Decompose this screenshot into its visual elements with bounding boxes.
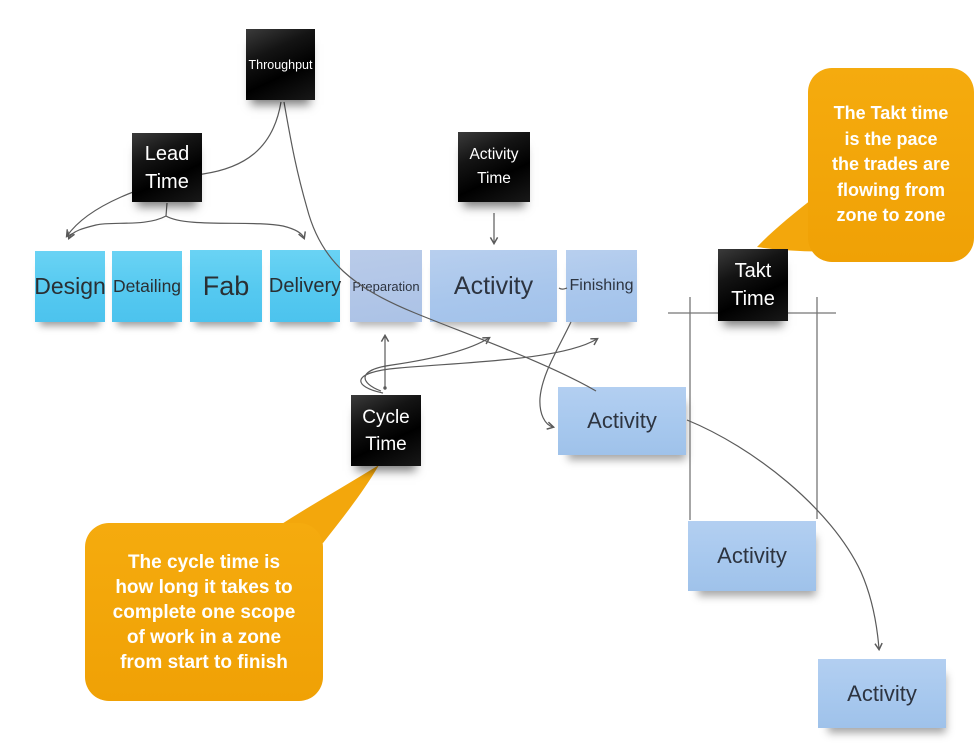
- connector-activity-to-finishing: [558, 287, 568, 290]
- callout-cycle[interactable]: The cycle time is how long it takes to c…: [85, 523, 323, 701]
- zone-activity-card-3[interactable]: Activity: [818, 659, 946, 728]
- connector-cycletime-to-activity: [364, 336, 491, 392]
- sticky-lead-time[interactable]: Lead Time: [132, 133, 202, 202]
- connector-leadtime-to-design: [67, 215, 167, 240]
- sticky-fab[interactable]: Fab: [190, 250, 262, 322]
- sticky-design[interactable]: Design: [34, 251, 106, 322]
- sticky-activity[interactable]: Activity: [430, 250, 557, 322]
- zone-activity-card-1[interactable]: Activity: [558, 387, 686, 455]
- sticky-takt-time[interactable]: Takt Time: [718, 249, 788, 321]
- sticky-finishing[interactable]: Finishing: [566, 250, 637, 322]
- connector-finishing-to-zone1: [539, 321, 572, 430]
- sticky-throughput[interactable]: Throughput: [246, 29, 315, 100]
- sticky-delivery[interactable]: Delivery: [269, 250, 341, 322]
- connector-leadtime-to-delivery: [165, 215, 306, 240]
- connector-cycletime-to-finishing: [360, 337, 599, 394]
- zone-activity-card-2[interactable]: Activity: [688, 521, 816, 591]
- connector-throughput-to-zone1: [283, 101, 597, 392]
- connector-leadtime-stem: [165, 202, 168, 217]
- callout-takt[interactable]: The Takt time is the pace the trades are…: [808, 68, 974, 262]
- sticky-detailing[interactable]: Detailing: [112, 251, 182, 322]
- connector-zone1-to-zone3: [686, 419, 883, 652]
- sticky-cycle-time[interactable]: Cycle Time: [351, 395, 421, 466]
- sticky-activity-time[interactable]: Activity Time: [458, 132, 530, 202]
- connector-throughput-to-design: [65, 101, 282, 238]
- connector-cycletime-anchor-dot: [383, 386, 387, 390]
